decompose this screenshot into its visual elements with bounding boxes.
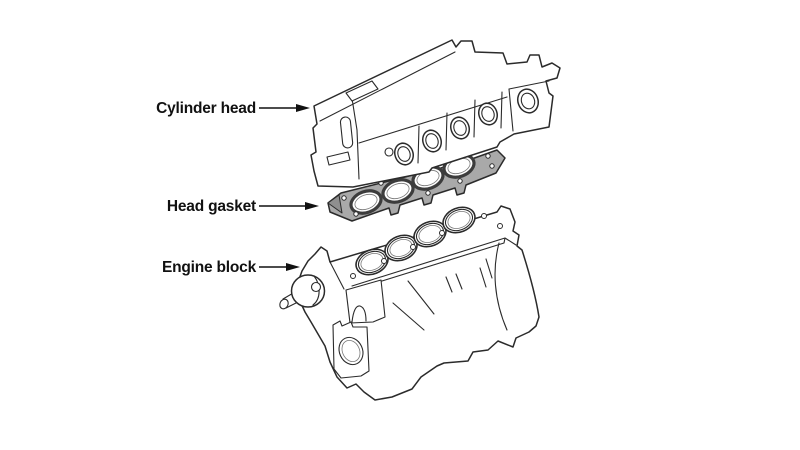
cylinder-head-outline <box>310 39 561 188</box>
gasket-opening-inner <box>386 182 410 200</box>
detail-line <box>479 267 487 288</box>
end-face-slot <box>339 116 354 149</box>
bolt-hole <box>439 230 445 236</box>
engine-block-drawing <box>279 205 540 401</box>
detail-line <box>494 242 508 331</box>
head-left-face-fold <box>350 91 360 180</box>
bolt-hole <box>489 163 495 169</box>
port-inner <box>520 92 536 110</box>
cylinder-bore-liner <box>418 225 442 243</box>
port-separator <box>500 91 503 129</box>
arrowhead-icon <box>286 263 300 271</box>
detail-line <box>485 258 493 279</box>
label-text-head-gasket: Head gasket <box>167 198 256 215</box>
head-top-pad <box>345 80 379 102</box>
head-top-fold <box>319 51 456 122</box>
cylinder-bore-ring <box>386 236 416 260</box>
port-inner <box>481 106 495 122</box>
arrowhead-icon <box>296 104 310 112</box>
bolt-hole <box>353 211 359 217</box>
gasket-opening <box>349 189 383 215</box>
front-left-panel <box>345 279 386 324</box>
port-inner <box>397 146 411 162</box>
detail-line <box>392 302 425 331</box>
port-inner <box>453 120 467 136</box>
cylinder-head-drawing <box>310 39 561 188</box>
detail-line <box>407 280 435 315</box>
end-face-recess <box>326 151 351 166</box>
label-head-gasket: Head gasket <box>167 198 319 215</box>
port-separator <box>417 125 420 164</box>
cylinder-bore-liner <box>389 239 413 257</box>
detail-line <box>445 276 453 293</box>
bolt-hole <box>384 147 394 157</box>
gasket-cylinder-openings <box>349 153 476 215</box>
head-gasket-drawing <box>327 149 506 222</box>
bolt-hole <box>350 273 356 279</box>
label-cylinder-head: Cylinder head <box>156 100 310 117</box>
side-stub-cap <box>279 298 289 310</box>
bolt-hole <box>457 178 463 184</box>
exhaust-ports <box>393 88 540 166</box>
bolt-hole <box>341 195 347 201</box>
port-block-top <box>508 80 550 90</box>
port-inner <box>425 133 439 149</box>
cylinder-bore-liner <box>360 253 384 271</box>
cylinder-bore-liner <box>447 211 471 229</box>
deck-bolt-holes <box>350 213 503 279</box>
port-separator <box>473 99 476 138</box>
bolt-hole <box>481 213 487 219</box>
arrowhead-icon <box>305 202 319 210</box>
dome-contour <box>312 275 320 306</box>
cylinder-bore-ring <box>357 250 387 274</box>
label-text-engine-block: Engine block <box>162 259 257 276</box>
deck-thickness-line <box>349 237 506 292</box>
cylinder-bore-ring <box>415 222 445 246</box>
deck-left-edge <box>329 261 345 290</box>
dome-hole <box>310 281 322 293</box>
bolt-hole <box>425 190 431 196</box>
detail-line <box>455 273 463 290</box>
bolt-hole <box>410 244 416 250</box>
label-engine-block: Engine block <box>162 259 300 276</box>
panel-arch <box>351 305 367 323</box>
gasket-edge-fold <box>327 194 343 214</box>
label-text-cylinder-head: Cylinder head <box>156 100 256 117</box>
bolt-hole <box>497 223 503 229</box>
bolt-hole <box>485 153 491 159</box>
bolt-hole <box>381 258 387 264</box>
cylinder-bore-ring <box>444 208 474 232</box>
port-block-edge <box>508 88 514 132</box>
port-separator <box>445 112 448 151</box>
gasket-opening <box>381 178 415 204</box>
panel-opening-inner <box>341 340 361 362</box>
gasket-opening-inner <box>354 193 378 211</box>
cylinder-bores <box>355 206 476 276</box>
